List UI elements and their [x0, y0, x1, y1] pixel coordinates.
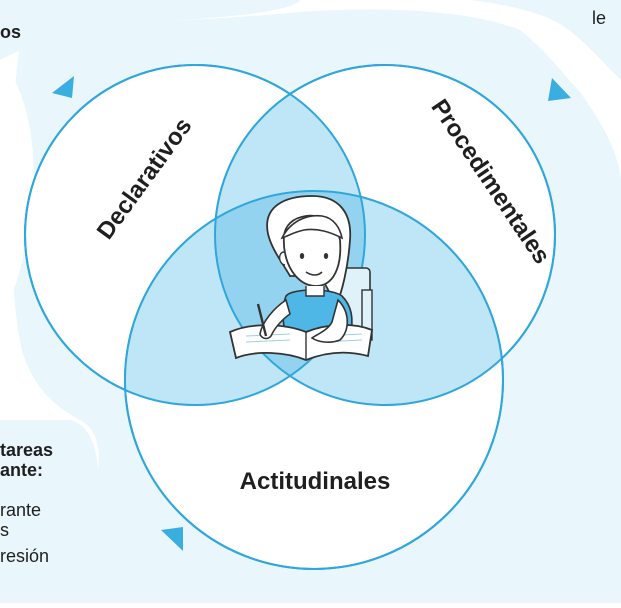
background-panel-top-left	[0, 0, 300, 60]
cut-text-top-right: le	[592, 8, 607, 28]
label-actitudinales: Actitudinales	[239, 468, 391, 495]
background-panel-bottom-left	[0, 420, 98, 603]
arrowhead-top-right-icon	[548, 78, 571, 101]
cut-text-bottom-left-2: ante:	[0, 460, 44, 480]
cut-text-bottom-left-5: resión	[0, 546, 50, 566]
cut-text-bottom-left-1: tareas	[0, 440, 54, 460]
background-panel-top-right	[470, 0, 621, 80]
cut-text-bottom-left-3: rante	[0, 500, 42, 520]
arrowhead-top-left-icon	[52, 76, 74, 98]
cut-text-bottom-left-4: s	[0, 520, 9, 540]
arrowhead-bottom-left-icon	[161, 527, 183, 551]
cut-text-top-left: os	[0, 22, 22, 42]
girl-writing-icon	[228, 195, 373, 361]
